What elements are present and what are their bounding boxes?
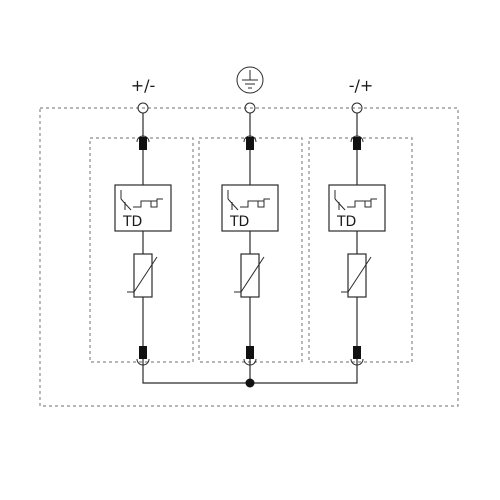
protective-earth-icon: [236, 66, 264, 94]
contact-block-bottom: [246, 346, 254, 359]
right-terminal-label: -/+: [349, 76, 374, 95]
contact-block-top: [246, 137, 254, 150]
varistor-icon: [234, 253, 265, 298]
contact-block-top: [139, 137, 147, 150]
td-label: TD: [122, 214, 142, 230]
thermal-disconnector-icon: [334, 190, 377, 211]
td-label: TD: [336, 214, 356, 230]
protection-module: TD: [89, 102, 194, 369]
varistor-icon: [341, 253, 372, 298]
protection-module: TD: [198, 102, 303, 369]
contact-block-top: [353, 137, 361, 150]
outer-enclosure: [39, 107, 459, 407]
thermal-disconnector-box: [221, 184, 279, 232]
thermal-disconnector-box: [328, 184, 386, 232]
protection-module: TD: [308, 102, 413, 369]
td-label: TD: [229, 214, 249, 230]
modules-container: TD TD TD: [89, 102, 413, 369]
thermal-disconnector-icon: [227, 190, 270, 211]
contact-block-bottom: [353, 346, 361, 359]
module-enclosure: [308, 137, 413, 363]
left-terminal-label: +/-: [131, 76, 156, 95]
thermal-disconnector-box: [114, 184, 172, 232]
junction-dot: [245, 378, 255, 388]
varistor-icon: [127, 253, 158, 298]
thermal-disconnector-icon: [120, 190, 163, 211]
contact-block-bottom: [139, 346, 147, 359]
module-enclosure: [89, 137, 194, 363]
